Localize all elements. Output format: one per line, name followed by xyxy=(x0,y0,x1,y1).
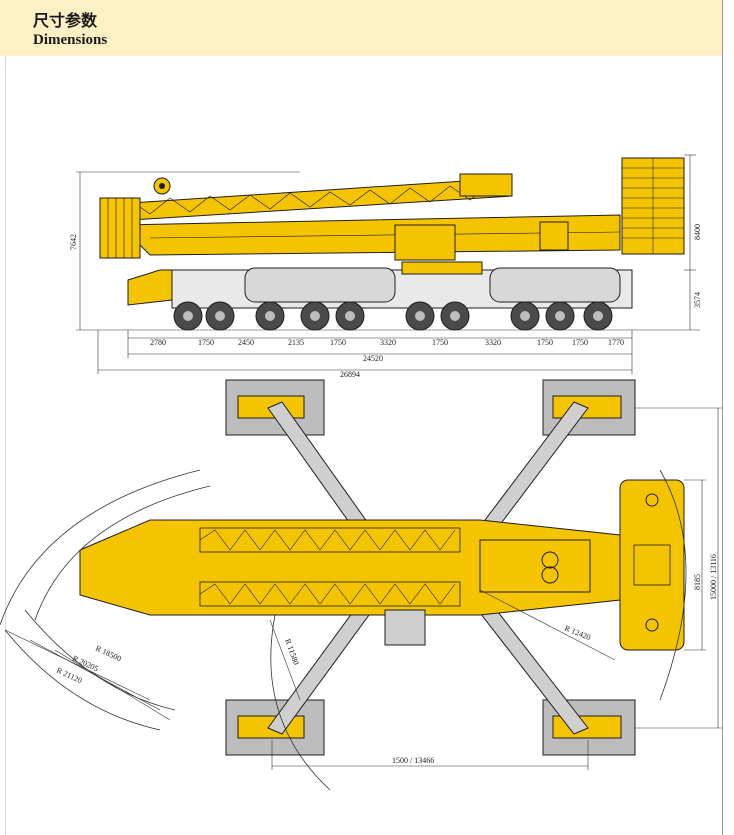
axle-spacing-5: 1750 xyxy=(330,338,346,347)
overall-length-label: 26894 xyxy=(340,370,360,379)
axle-spacing-8: 3320 xyxy=(485,338,501,347)
top-view-crane xyxy=(79,379,685,756)
radius-leader-lines xyxy=(4,589,616,721)
axle-spacing-10: 1750 xyxy=(572,338,588,347)
radius-2-label: R 20205 xyxy=(71,654,100,674)
counterweight-height-label: 8400 xyxy=(693,224,702,240)
top-view-dimensions xyxy=(271,407,722,770)
carrier-chassis xyxy=(127,261,633,309)
counterweight-stack xyxy=(621,157,685,255)
page-left-rule xyxy=(5,56,6,835)
carrier-top xyxy=(79,519,621,646)
lattice-boom xyxy=(99,173,513,223)
axle-spacing-7: 1750 xyxy=(432,338,448,347)
main-boom xyxy=(99,197,621,261)
axle-spacing-4: 2135 xyxy=(288,338,304,347)
radius-5-label: R 12420 xyxy=(563,624,592,643)
title-chinese: 尺寸参数 xyxy=(33,11,98,30)
outrigger-width-small-label: 8185 xyxy=(693,574,702,590)
wheel-hubs xyxy=(183,311,603,321)
radius-1-label: R 18500 xyxy=(94,644,123,664)
axle-spacing-11: 1770 xyxy=(608,338,624,347)
title-english: Dimensions xyxy=(33,32,108,48)
outrigger-width-large-label: 15000 / 13116 xyxy=(709,554,718,600)
side-view-dimensions xyxy=(76,154,700,374)
section-header: 尺寸参数 Dimensions xyxy=(0,0,722,56)
axle-spacing-9: 1750 xyxy=(537,338,553,347)
chassis-height-label: 3574 xyxy=(693,292,702,308)
axle-spacing-labels: 2780 1750 2450 2135 1750 3320 1750 3320 … xyxy=(150,338,624,347)
wheelbase-total-label: 24520 xyxy=(363,354,383,363)
swing-radius-arcs xyxy=(0,469,687,791)
outrigger-spread-label: 1500 / 13466 xyxy=(392,756,434,765)
axle-spacing-3: 2450 xyxy=(238,338,254,347)
axle-spacing-1: 2780 xyxy=(150,338,166,347)
height-total-label: 7642 xyxy=(69,234,78,250)
outrigger-beams xyxy=(267,401,589,735)
radius-3-label: R 21120 xyxy=(55,666,83,686)
axle-spacing-6: 3320 xyxy=(380,338,396,347)
counterweight-top xyxy=(619,479,685,651)
side-view-crane xyxy=(99,157,685,331)
page-right-rule xyxy=(722,0,723,835)
axle-spacing-2: 1750 xyxy=(198,338,214,347)
